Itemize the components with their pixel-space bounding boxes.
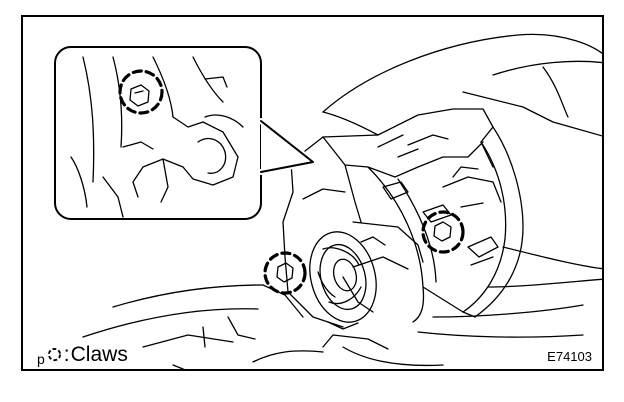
lower-panel: [82, 284, 444, 369]
illustration: [54, 33, 602, 369]
column-cover: [322, 33, 602, 338]
claw-hex-nuts: [276, 221, 452, 283]
center-mechanism: [309, 231, 386, 330]
claw-markers: [118, 69, 465, 295]
diagram-frame: p : Claws E74103: [21, 15, 604, 371]
claw-marker-inset: [118, 69, 164, 115]
dashed-circle-icon: [47, 347, 61, 362]
inset-detail: [54, 46, 316, 220]
legend: p : Claws: [37, 343, 128, 367]
legend-label: Claws: [70, 343, 128, 366]
figure-id: E74103: [547, 349, 592, 364]
claw-marker-left: [263, 251, 307, 295]
legend-symbol: p: [37, 351, 45, 367]
switch-body: [282, 108, 524, 328]
claw-marker-right: [421, 210, 465, 254]
legend-separator: :: [63, 343, 70, 366]
